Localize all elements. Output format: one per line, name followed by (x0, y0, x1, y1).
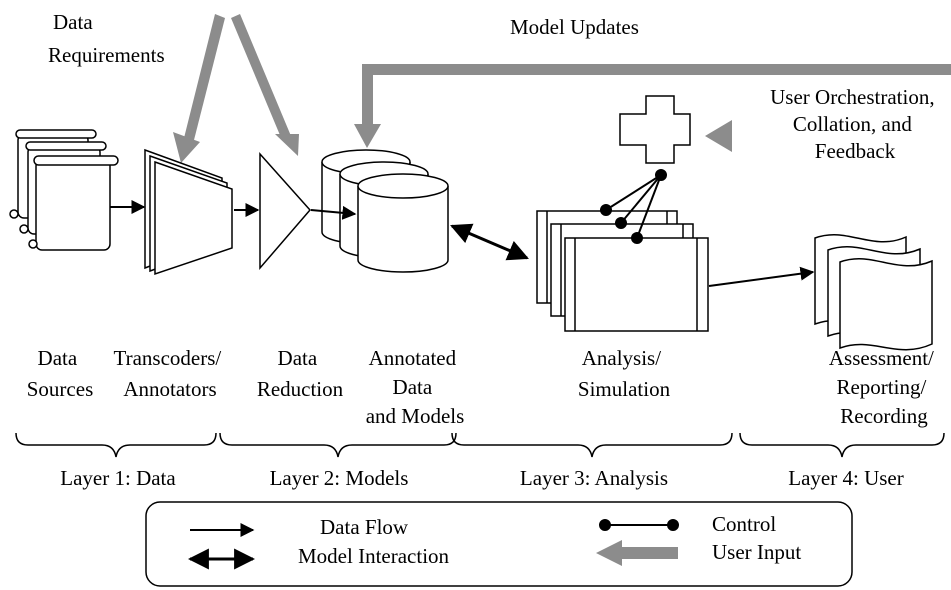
control-links (600, 169, 667, 244)
data-sources-icon (9, 129, 119, 251)
user-orchestration-label: User Orchestration, Collation, and Feedb… (770, 85, 940, 163)
legend-control-symbol (599, 519, 679, 531)
legend: Data Flow Model Interaction Control User… (145, 501, 853, 587)
analysis-windows-icon (536, 210, 709, 332)
model-updates-arrow (354, 64, 951, 148)
data-reduction-icon (259, 152, 311, 271)
data-requirements-label: Data Requirements (48, 10, 165, 67)
user-orchestration-arrow (705, 120, 732, 152)
model-updates-label: Model Updates (510, 15, 639, 39)
model-interaction-arrow (450, 223, 529, 261)
legend-model-interaction-label: Model Interaction (298, 544, 450, 568)
layer-1-label: Layer 1: Data (60, 466, 176, 490)
data-reduction-label: Data Reduction (257, 346, 344, 401)
data-requirements-arrows (173, 14, 299, 163)
layer-2-label: Layer 2: Models (270, 466, 409, 490)
user-cross-icon (619, 95, 691, 164)
transcoders-icon (144, 148, 233, 276)
analysis-label: Analysis/ Simulation (578, 346, 671, 401)
layer-braces (15, 432, 945, 458)
annotated-data-icon (321, 149, 449, 273)
legend-user-input-label: User Input (712, 540, 801, 564)
layer-3-label: Layer 3: Analysis (520, 466, 668, 490)
legend-data-flow-label: Data Flow (320, 515, 409, 539)
legend-control-label: Control (712, 512, 776, 536)
transcoders-label: Transcoders/ Annotators (114, 346, 227, 401)
annotated-data-label: Annotated Data and Models (366, 346, 465, 428)
assessment-label: Assessment/ Reporting/ Recording (829, 346, 939, 428)
data-flow-arrows (110, 200, 815, 287)
assessment-icon (814, 233, 933, 351)
data-sources-label: Data Sources (27, 346, 94, 401)
layer-4-label: Layer 4: User (788, 466, 903, 490)
legend-user-input-arrow (596, 540, 678, 566)
